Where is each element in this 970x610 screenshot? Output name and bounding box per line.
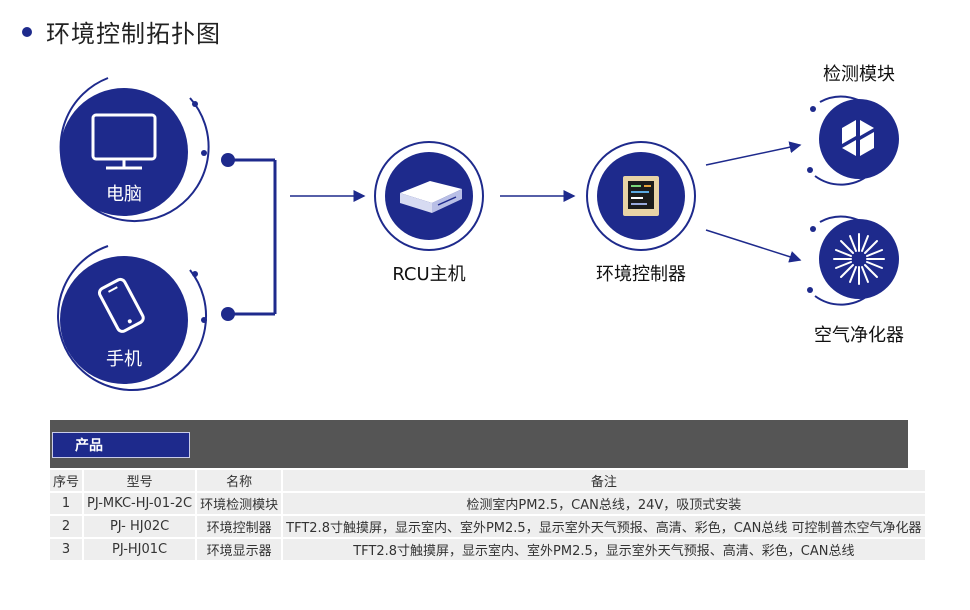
col-header-remarks: 备注 <box>283 470 925 491</box>
monitor-icon <box>91 113 157 170</box>
product-table: 序号 型号 名称 备注 1 PJ-MKC-HJ-01-2C 环境检测模块 检测室… <box>50 468 925 562</box>
purifier-label: 空气净化器 <box>814 325 904 346</box>
cell-model: PJ- HJ02C <box>84 516 198 537</box>
table-row: 1 PJ-MKC-HJ-01-2C 环境检测模块 检测室内PM2.5，CAN总线… <box>50 493 925 514</box>
cell-index: 2 <box>50 516 85 537</box>
page-title-row: 环境控制拓扑图 <box>22 14 221 49</box>
cell-remarks: TFT2.8寸触摸屏，显示室内、室外PM2.5，显示室外天气预报、高清、彩色，C… <box>283 516 925 537</box>
arrow-to-purifier <box>705 229 802 263</box>
pc-node <box>59 77 210 223</box>
env-controller-node <box>586 141 696 251</box>
purifier-node <box>807 215 899 306</box>
rcu-node <box>374 141 484 251</box>
detector-label: 检测模块 <box>823 64 895 85</box>
cell-model: PJ-MKC-HJ-01-2C <box>84 493 198 514</box>
phone-node <box>57 245 208 391</box>
cell-remarks: 检测室内PM2.5，CAN总线，24V，吸顶式安装 <box>283 493 925 514</box>
cell-name: 环境控制器 <box>197 516 284 537</box>
phone-label: 手机 <box>106 349 142 370</box>
product-tab[interactable]: 产品 <box>52 432 190 458</box>
col-header-model: 型号 <box>84 470 198 491</box>
page-title: 环境控制拓扑图 <box>46 20 221 48</box>
purifier-fan-icon <box>833 233 885 285</box>
detector-node <box>807 95 899 186</box>
cell-name: 环境显示器 <box>197 539 284 560</box>
col-header-name: 名称 <box>197 470 284 491</box>
smartphone-icon <box>97 277 145 333</box>
rcu-label: RCU主机 <box>392 264 466 285</box>
pc-label: 电脑 <box>106 184 142 205</box>
table-header-bar: 产品 <box>50 420 908 468</box>
col-header-index: 序号 <box>50 470 85 491</box>
thermostat-icon <box>623 176 659 216</box>
cell-name: 环境检测模块 <box>197 493 284 514</box>
cell-index: 1 <box>50 493 85 514</box>
product-table-section: 产品 序号 型号 名称 备注 1 PJ-MKC-HJ-01-2C 环境检测模块 … <box>50 420 925 562</box>
arrow-to-detector <box>705 141 802 166</box>
cell-index: 3 <box>50 539 85 560</box>
table-row: 3 PJ-HJ01C 环境显示器 TFT2.8寸触摸屏，显示室内、室外PM2.5… <box>50 539 925 560</box>
connector-bracket <box>221 153 277 321</box>
table-row: 2 PJ- HJ02C 环境控制器 TFT2.8寸触摸屏，显示室内、室外PM2.… <box>50 516 925 537</box>
cell-remarks: TFT2.8寸触摸屏，显示室内、室外PM2.5，显示室外天气预报、高清、彩色，C… <box>283 539 925 560</box>
router-icon <box>400 181 462 213</box>
bullet-dot <box>22 26 32 37</box>
topology-diagram <box>57 77 899 391</box>
sensor-cube-icon <box>842 120 874 156</box>
table-header-row: 序号 型号 名称 备注 <box>50 470 925 491</box>
env-controller-label: 环境控制器 <box>596 264 686 285</box>
cell-model: PJ-HJ01C <box>84 539 198 560</box>
